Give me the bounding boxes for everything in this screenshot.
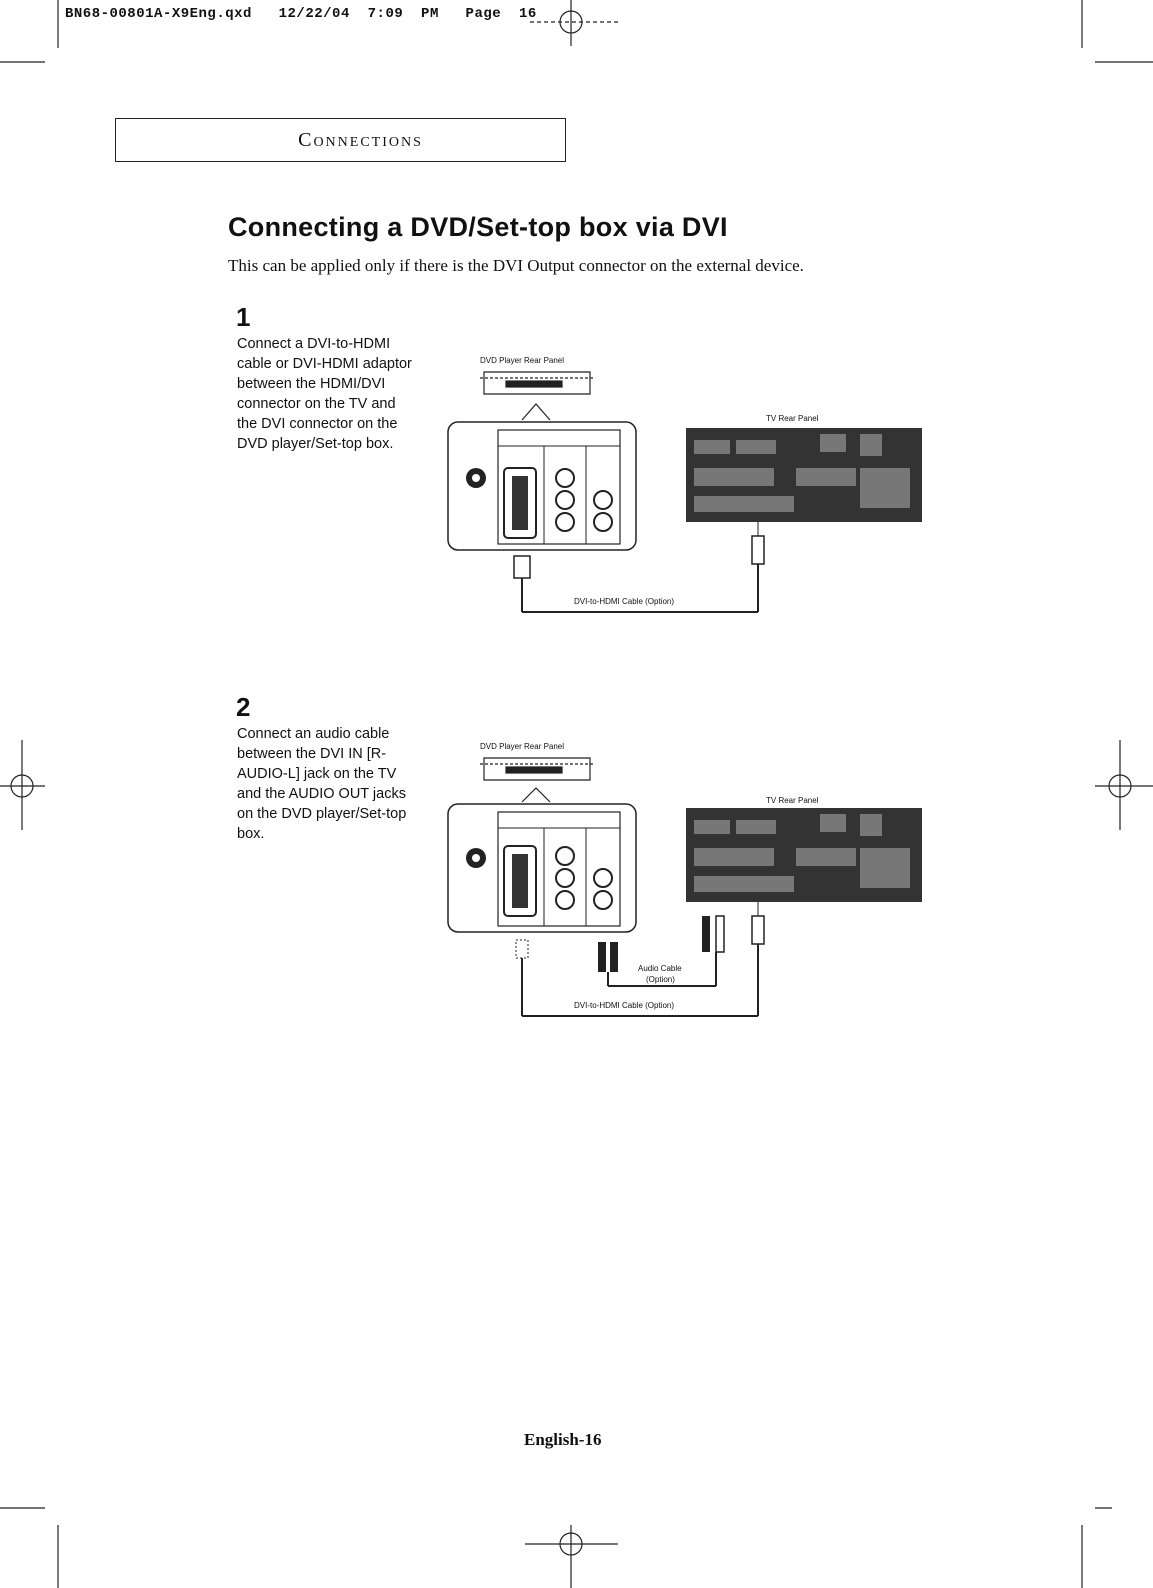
- dvd-player-icon: [480, 757, 594, 781]
- intro-text: This can be applied only if there is the…: [228, 256, 804, 275]
- diagram-2-audio-cable-label: Audio Cable: [638, 964, 682, 973]
- diagram-2-cable-label: DVI-to-HDMI Cable (Option): [574, 1001, 675, 1010]
- diagram-1-drawing: [447, 371, 922, 613]
- diagram-1-tv-label: TV Rear Panel: [766, 414, 819, 423]
- file-slug: BN68-00801A-X9Eng.qxd 12/22/04 7:09 PM P…: [65, 6, 537, 22]
- diagram-2-dvd-label: DVD Player Rear Panel: [480, 742, 565, 751]
- diagram-2-tv-label: TV Rear Panel: [766, 796, 819, 805]
- section-header: Connections: [115, 118, 566, 162]
- step-2-text: Connect an audio cable between the DVI I…: [237, 726, 407, 842]
- diagram-2: DVD Player Rear Panel TV Rear Panel Audi…: [440, 740, 930, 1025]
- section-title: Connections: [298, 128, 423, 151]
- diagram-2-drawing: [447, 757, 922, 1017]
- step-1-text: Connect a DVI-to-HDMI cable or DVI-HDMI …: [237, 336, 412, 452]
- diagram-1-dvd-label: DVD Player Rear Panel: [480, 356, 565, 365]
- diagram-1-cable-label: DVI-to-HDMI Cable (Option): [574, 597, 675, 606]
- diagram-1: DVD Player Rear Panel TV Rear Panel DVI-…: [440, 350, 930, 620]
- step-2-number: 2: [236, 692, 251, 722]
- step-1-number: 1: [236, 302, 251, 332]
- dvd-player-icon: [480, 371, 594, 395]
- page-number: English-16: [524, 1430, 602, 1449]
- page-heading: Connecting a DVD/Set-top box via DVI: [228, 212, 728, 242]
- diagram-2-audio-cable-option: (Option): [646, 975, 675, 984]
